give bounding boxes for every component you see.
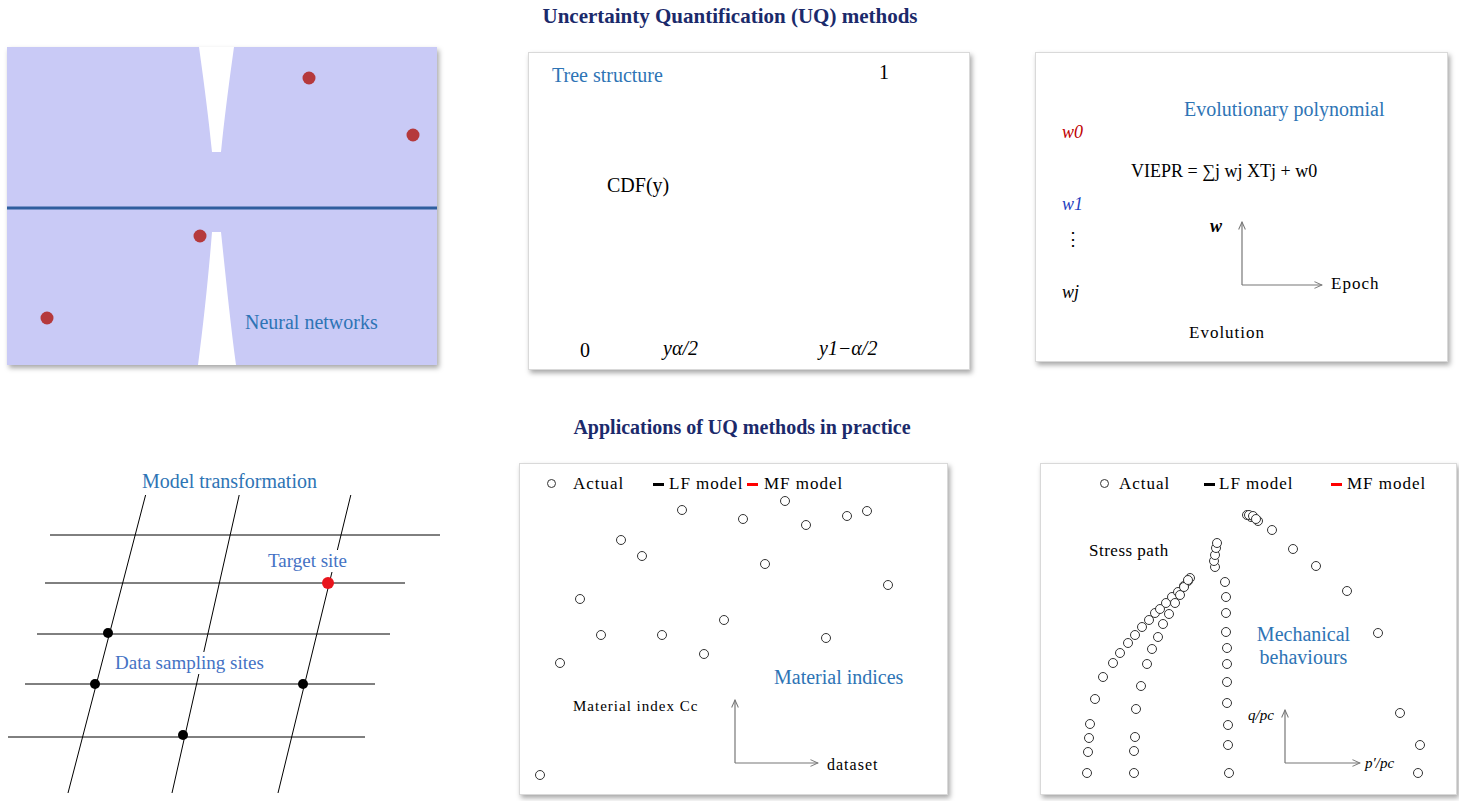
panel-text: dataset	[827, 756, 878, 774]
panel-text: q/pc	[1248, 707, 1274, 724]
panel-text: w	[1210, 216, 1222, 237]
panel-text: Material index Cc	[573, 698, 698, 715]
evolution-panel: Evolutionary polynomial w0VIEPR = ∑j wj X…	[1035, 52, 1448, 362]
grid-label: Model transformation	[140, 470, 319, 493]
grid-label: Data sampling sites	[113, 652, 266, 674]
panel-text: 0	[580, 339, 590, 362]
epoch-axes	[1242, 222, 1322, 285]
legend-line	[1331, 483, 1342, 486]
section-heading: Applications of UQ methods in practice	[242, 416, 1242, 439]
legend-line	[653, 483, 664, 486]
target-site-dot	[322, 577, 334, 589]
legend-text: MF model	[764, 474, 843, 494]
panel-text: Evolution	[1189, 323, 1265, 343]
material-panel: Material indicesMaterial index Cc dataset…	[519, 463, 948, 795]
material-axes	[735, 700, 818, 763]
nn-illustration	[7, 47, 437, 365]
panel-heading: Neural networks	[245, 311, 378, 334]
legend-text: Actual	[573, 474, 624, 494]
mechanics-panel: Stress pathMechanical behaviours q/pc p′/p…	[1040, 463, 1457, 795]
panel-text: wj	[1062, 282, 1079, 303]
panel-text: Mechanical behaviours	[1241, 623, 1366, 669]
stress-axes	[1285, 710, 1360, 763]
panel-heading: Stress path	[1089, 541, 1169, 561]
legend-circle	[547, 479, 556, 488]
legend-text: Actual	[1119, 474, 1170, 494]
panel-text: w0	[1062, 122, 1083, 143]
tree-panel: Tree structure 1CDF(y) 0 yα/2 y1−α/2	[528, 52, 970, 370]
site-grid	[8, 495, 440, 793]
nn-panel: Neural networks	[7, 47, 437, 365]
legend-line	[747, 483, 758, 486]
legend-text: MF model	[1347, 474, 1426, 494]
panel-text: Epoch	[1331, 274, 1379, 294]
legend-text: LF model	[1219, 474, 1294, 494]
panel-text: ⋮	[1064, 229, 1082, 250]
panel-text: p′/pc	[1365, 755, 1394, 772]
legend-text: LF model	[669, 474, 744, 494]
material-scatter	[536, 497, 893, 780]
legend-circle	[1100, 479, 1109, 488]
panel-text: w1	[1062, 194, 1083, 215]
grid-label: Target site	[266, 550, 349, 572]
panel-text: yα/2	[663, 337, 698, 360]
panel-heading: Material indices	[774, 666, 903, 689]
legend-line	[1204, 483, 1215, 486]
panel-text: VIEPR = ∑j wj XTj + w0	[1131, 161, 1317, 182]
diagram-title: Uncertainty Quantification (UQ) methods	[230, 4, 1230, 28]
panel-heading: Evolutionary polynomial	[1184, 98, 1385, 121]
sampling-sites	[90, 628, 308, 740]
panel-heading: Tree structure	[552, 64, 663, 87]
panel-text: 1	[879, 61, 889, 84]
panel-text: y1−α/2	[819, 337, 877, 360]
panel-text: CDF(y)	[607, 174, 669, 197]
stress-path-points	[1083, 511, 1425, 778]
